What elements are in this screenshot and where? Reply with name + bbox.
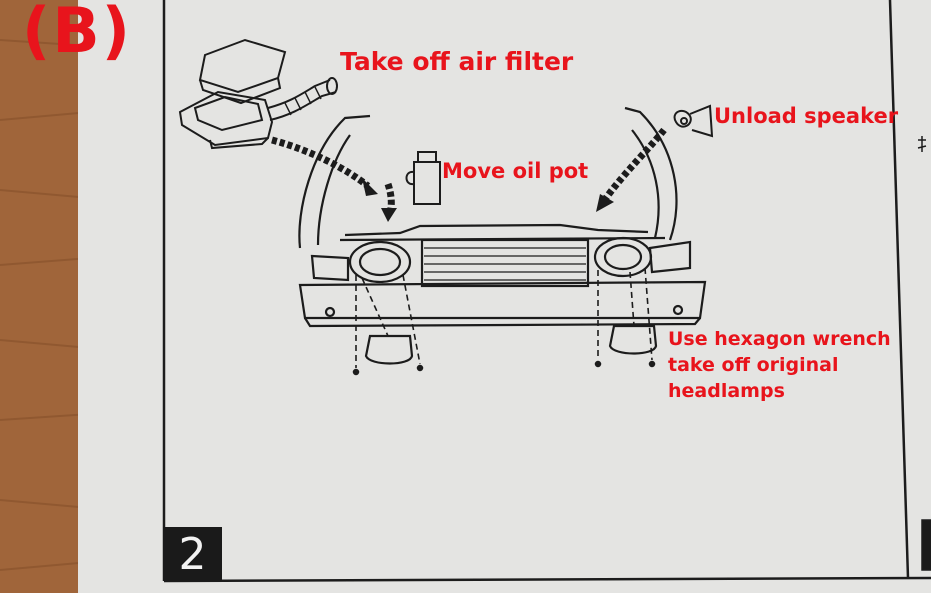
next-panel-edge bbox=[917, 136, 931, 571]
label-wrench-line-3: headlamps bbox=[668, 380, 785, 402]
step-letter: (B) bbox=[22, 0, 132, 67]
label-wrench-line-1: Use hexagon wrench bbox=[668, 328, 891, 350]
label-speaker: Unload speaker bbox=[714, 104, 899, 128]
screw-icons bbox=[352, 360, 656, 376]
step-number-badge: 2 bbox=[163, 527, 222, 581]
panel-frame bbox=[162, 0, 931, 583]
label-air-filter: Take off air filter bbox=[340, 47, 574, 76]
car-front-drawing bbox=[298, 106, 707, 365]
speaker-drawing bbox=[673, 104, 714, 138]
label-hexagon-wrench: Use hexagon wrench take off original hea… bbox=[668, 326, 891, 404]
label-wrench-line-2: take off original bbox=[668, 354, 839, 376]
removal-guides bbox=[355, 267, 653, 368]
label-oil-pot: Move oil pot bbox=[442, 159, 589, 183]
air-filter-drawing bbox=[178, 38, 338, 150]
oil-pot-drawing bbox=[405, 151, 441, 205]
arrow-heads bbox=[362, 178, 614, 222]
